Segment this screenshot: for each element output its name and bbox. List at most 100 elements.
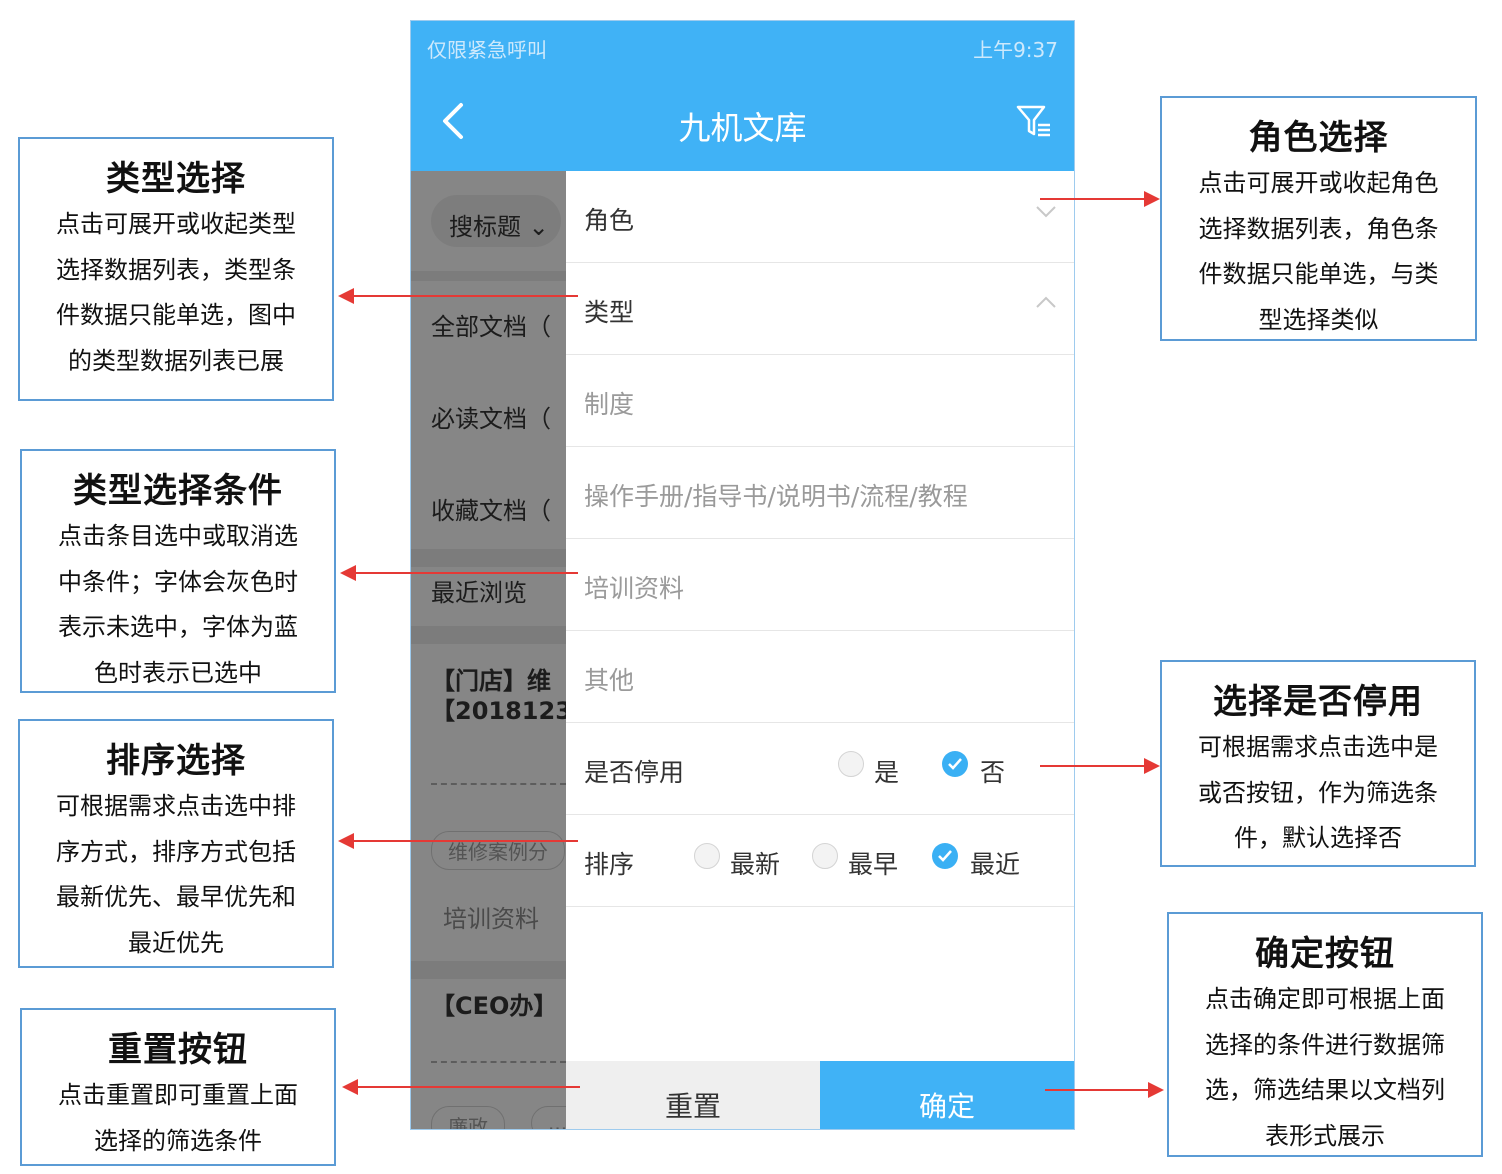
annotation-sort-select: 排序选择 可根据需求点击选中排 序方式，排序方式包括 最新优先、最早优先和 最近… <box>18 719 334 968</box>
annotation-line: 点击重置即可重置上面 <box>58 1081 298 1109</box>
arrow-role-select <box>1040 191 1160 207</box>
annotation-body: 点击重置即可重置上面 选择的筛选条件 <box>22 1073 334 1164</box>
type-label: 类型 <box>584 298 635 327</box>
divider <box>411 271 566 281</box>
annotation-body: 点击确定即可根据上面 选择的条件进行数据筛 选，筛选结果以文档列 表形式展示 <box>1169 977 1481 1159</box>
type-option[interactable]: 操作手册/指导书/说明书/流程/教程 <box>566 447 1074 539</box>
annotation-title: 排序选择 <box>106 741 246 781</box>
status-time: 上午9:37 <box>973 38 1058 62</box>
annotation-line: 选择数据列表，类型条 <box>56 255 296 284</box>
filter-icon[interactable] <box>1014 101 1054 141</box>
type-option-label: 其他 <box>584 666 635 695</box>
annotation-body: 点击条目选中或取消选 中条件；字体会灰色时 表示未选中，字体为蓝 色时表示已选中 <box>22 514 334 696</box>
type-option[interactable]: 培训资料 <box>566 539 1074 631</box>
role-label: 角色 <box>584 206 635 235</box>
confirm-button[interactable]: 确定 <box>820 1061 1074 1129</box>
annotation-body: 点击可展开或收起类型 选择数据列表，类型条 件数据只能单选，图中 的类型数据列表… <box>20 202 332 384</box>
drawer-overlay[interactable] <box>411 171 566 1129</box>
annotation-line: 件数据只能单选，图中 <box>56 301 296 329</box>
document-list-background: 搜标题 ⌄ 全部文档（ 必读文档（ 收藏文档（ 最近浏览 【门店】维 【2018… <box>411 171 566 1129</box>
chevron-left-icon[interactable] <box>435 99 475 143</box>
type-option-label: 制度 <box>584 390 635 419</box>
annotation-confirm-button: 确定按钮 点击确定即可根据上面 选择的条件进行数据筛 选，筛选结果以文档列 表形… <box>1167 912 1483 1157</box>
annotation-body: 点击可展开或收起角色 选择数据列表，角色条 件数据只能单选，与类 型选择类似 <box>1162 161 1475 343</box>
annotation-line: 件，默认选择否 <box>1234 824 1402 852</box>
type-option[interactable]: 其他 <box>566 631 1074 723</box>
annotation-line: 或否按钮，作为筛选条 <box>1198 778 1438 807</box>
filter-drawer: 角色 类型 制度 操作手册/指导书/说明书/流程/教程 培训资料 <box>566 171 1074 1129</box>
check-icon <box>948 758 962 770</box>
radio-yes-label[interactable]: 是 <box>874 758 900 787</box>
annotation-body: 可根据需求点击选中排 序方式，排序方式包括 最新优先、最早优先和 最近优先 <box>20 784 332 966</box>
annotation-line: 选择的条件进行数据筛 <box>1205 1030 1445 1059</box>
annotation-title: 选择是否停用 <box>1213 682 1423 722</box>
annotation-type-condition: 类型选择条件 点击条目选中或取消选 中条件；字体会灰色时 表示未选中，字体为蓝 … <box>20 449 336 693</box>
sort-row: 排序 最新 最早 最近 <box>566 815 1074 907</box>
disabled-label: 是否停用 <box>584 758 685 787</box>
sort-label: 排序 <box>584 850 635 879</box>
type-option[interactable]: 制度 <box>566 355 1074 447</box>
divider <box>411 626 566 644</box>
arrow-sort-select <box>338 833 578 849</box>
doc-tag: ... <box>531 1106 566 1129</box>
section-header: 最近浏览 <box>431 579 527 607</box>
chevron-up-icon <box>1036 296 1056 308</box>
divider <box>411 549 566 567</box>
annotation-line: 中条件；字体会灰色时 <box>58 567 298 596</box>
annotation-line: 可根据需求点击选中是 <box>1198 733 1438 761</box>
annotation-line: 表形式展示 <box>1265 1121 1385 1150</box>
doc-title-line[interactable]: 【2018123 <box>431 697 566 725</box>
annotation-line: 最新优先、最早优先和 <box>56 883 296 911</box>
annotation-title: 角色选择 <box>1248 118 1389 158</box>
arrow-type-select <box>338 288 578 304</box>
radio-recent[interactable] <box>932 843 958 869</box>
radio-no[interactable] <box>942 751 968 777</box>
arrow-confirm-button <box>1045 1082 1164 1098</box>
annotation-line: 序方式，排序方式包括 <box>56 837 296 866</box>
radio-no-label[interactable]: 否 <box>980 758 1006 787</box>
annotation-line: 选择的筛选条件 <box>94 1126 262 1155</box>
annotation-line: 件数据只能单选，与类 <box>1198 260 1439 288</box>
arrow-reset-button <box>342 1079 580 1095</box>
radio-recent-label[interactable]: 最近 <box>970 850 1021 879</box>
list-item[interactable]: 必读文档（ <box>431 405 551 433</box>
annotation-line: 点击可展开或收起角色 <box>1198 169 1439 197</box>
type-option-label: 培训资料 <box>584 574 685 603</box>
search-mode-chip[interactable]: 搜标题 ⌄ <box>431 195 561 247</box>
annotation-disable-select: 选择是否停用 可根据需求点击选中是 或否按钮，作为筛选条 件，默认选择否 <box>1160 660 1476 867</box>
carrier-text: 仅限紧急呼叫 <box>427 38 547 62</box>
annotation-type-select: 类型选择 点击可展开或收起类型 选择数据列表，类型条 件数据只能单选，图中 的类… <box>18 137 334 401</box>
chevron-down-icon <box>1036 206 1056 218</box>
radio-earliest[interactable] <box>812 843 838 869</box>
annotation-role-select: 角色选择 点击可展开或收起角色 选择数据列表，角色条 件数据只能单选，与类 型选… <box>1160 96 1477 341</box>
radio-earliest-label[interactable]: 最早 <box>848 850 899 879</box>
radio-newest[interactable] <box>694 843 720 869</box>
arrow-disable-select <box>1040 758 1160 774</box>
status-bar: 仅限紧急呼叫 上午9:37 <box>411 21 1074 73</box>
dashed-divider <box>431 783 566 785</box>
role-select-row[interactable]: 角色 <box>566 171 1074 263</box>
reset-button[interactable]: 重置 <box>566 1061 820 1129</box>
annotation-line: 表示未选中，字体为蓝 <box>58 613 298 641</box>
radio-newest-label[interactable]: 最新 <box>730 850 781 879</box>
list-item[interactable]: 收藏文档（ <box>431 497 551 525</box>
arrow-type-condition <box>340 565 578 581</box>
page-title: 九机文库 <box>678 109 807 147</box>
disabled-filter-row: 是否停用 是 否 <box>566 723 1074 815</box>
annotation-line: 可根据需求点击选中排 <box>56 792 296 820</box>
annotation-line: 色时表示已选中 <box>94 658 262 687</box>
radio-yes[interactable] <box>838 751 864 777</box>
type-select-row[interactable]: 类型 <box>566 263 1074 355</box>
search-mode-label: 搜标题 <box>449 213 521 241</box>
annotation-line: 的类型数据列表已展 <box>68 346 284 375</box>
type-option-label: 操作手册/指导书/说明书/流程/教程 <box>584 482 968 511</box>
annotation-title: 类型选择 <box>106 159 246 199</box>
annotation-line: 点击可展开或收起类型 <box>56 210 296 238</box>
doc-title-line[interactable]: 【CEO办】 <box>431 992 558 1020</box>
app-bar: 九机文库 <box>411 73 1074 171</box>
doc-title-line[interactable]: 【门店】维 <box>431 667 551 695</box>
check-icon <box>938 850 952 862</box>
annotation-title: 类型选择条件 <box>73 471 283 511</box>
list-item[interactable]: 全部文档（ <box>431 313 551 341</box>
